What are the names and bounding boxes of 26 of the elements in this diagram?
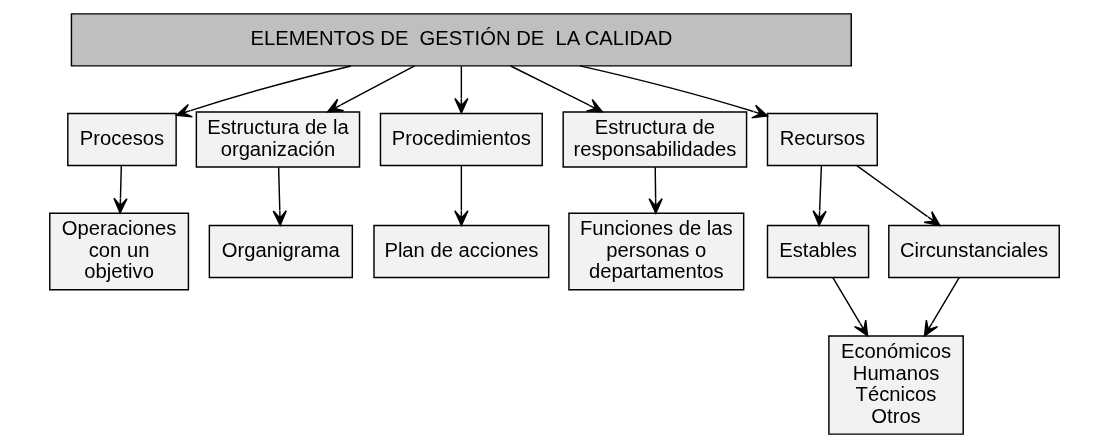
arrow [454, 65, 469, 114]
node-box: ELEMENTOS DE GESTIÓN DE LA CALIDAD [70, 13, 852, 67]
arrow [509, 65, 603, 113]
node-box: Plan de acciones [373, 224, 550, 279]
arrow [812, 165, 827, 227]
arrow [175, 65, 352, 118]
arrow [648, 166, 663, 214]
node-box: Organigrama [208, 224, 354, 279]
arrow [579, 65, 769, 119]
arrow [272, 166, 288, 227]
arrow [832, 276, 869, 337]
node-box: Estructura de responsabilidades [562, 111, 748, 168]
arrow [113, 165, 128, 214]
node-box: Circunstanciales [888, 224, 1060, 279]
node-box: Estables [766, 224, 870, 279]
node-box: Recursos [766, 112, 878, 167]
arrow [454, 165, 469, 227]
node-box: Estructura de la organización [195, 111, 361, 168]
node-box: Procedimientos [379, 112, 543, 167]
arrow [923, 276, 961, 337]
node-box: Funciones de las personas o departamentos [568, 212, 745, 291]
node-box: Económicos Humanos Técnicos Otros [828, 335, 964, 435]
node-box: Procesos [67, 112, 177, 167]
arrow [327, 65, 416, 113]
node-box: Operaciones con un objetivo [49, 212, 190, 291]
arrow [856, 165, 941, 227]
